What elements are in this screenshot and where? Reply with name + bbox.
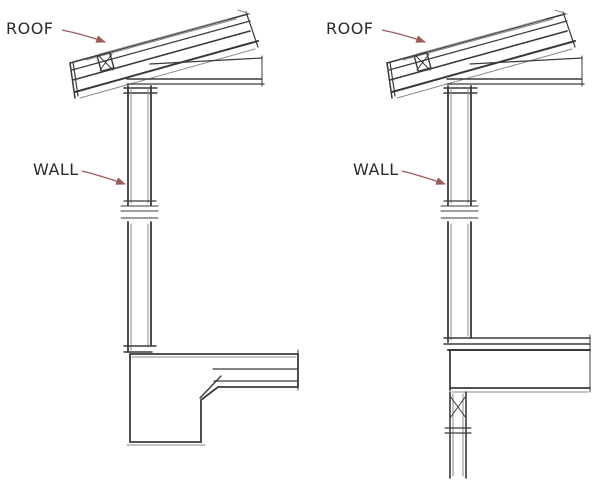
left-detail xyxy=(69,9,299,446)
left-roof-arrow xyxy=(61,29,106,43)
right-wall-below xyxy=(444,391,472,479)
left-wall-upper xyxy=(120,85,159,212)
left-concrete-slab xyxy=(126,349,299,446)
right-detail xyxy=(386,9,591,479)
right-wall-label: WALL xyxy=(353,160,399,179)
leader-arrows xyxy=(61,29,446,185)
right-roof-arrow xyxy=(381,29,426,43)
right-wall-arrow xyxy=(401,170,446,185)
left-roof-label: ROOF xyxy=(6,19,54,38)
left-wall-lower xyxy=(120,217,159,353)
left-wall-arrow xyxy=(81,170,126,185)
right-roof-assembly xyxy=(386,9,585,99)
right-wall-upper xyxy=(440,85,479,212)
left-roof-assembly xyxy=(69,9,265,99)
right-wall-middle xyxy=(440,217,479,343)
right-roof-label: ROOF xyxy=(326,19,374,38)
right-floor-joist xyxy=(443,334,591,393)
left-wall-label: WALL xyxy=(33,160,79,179)
